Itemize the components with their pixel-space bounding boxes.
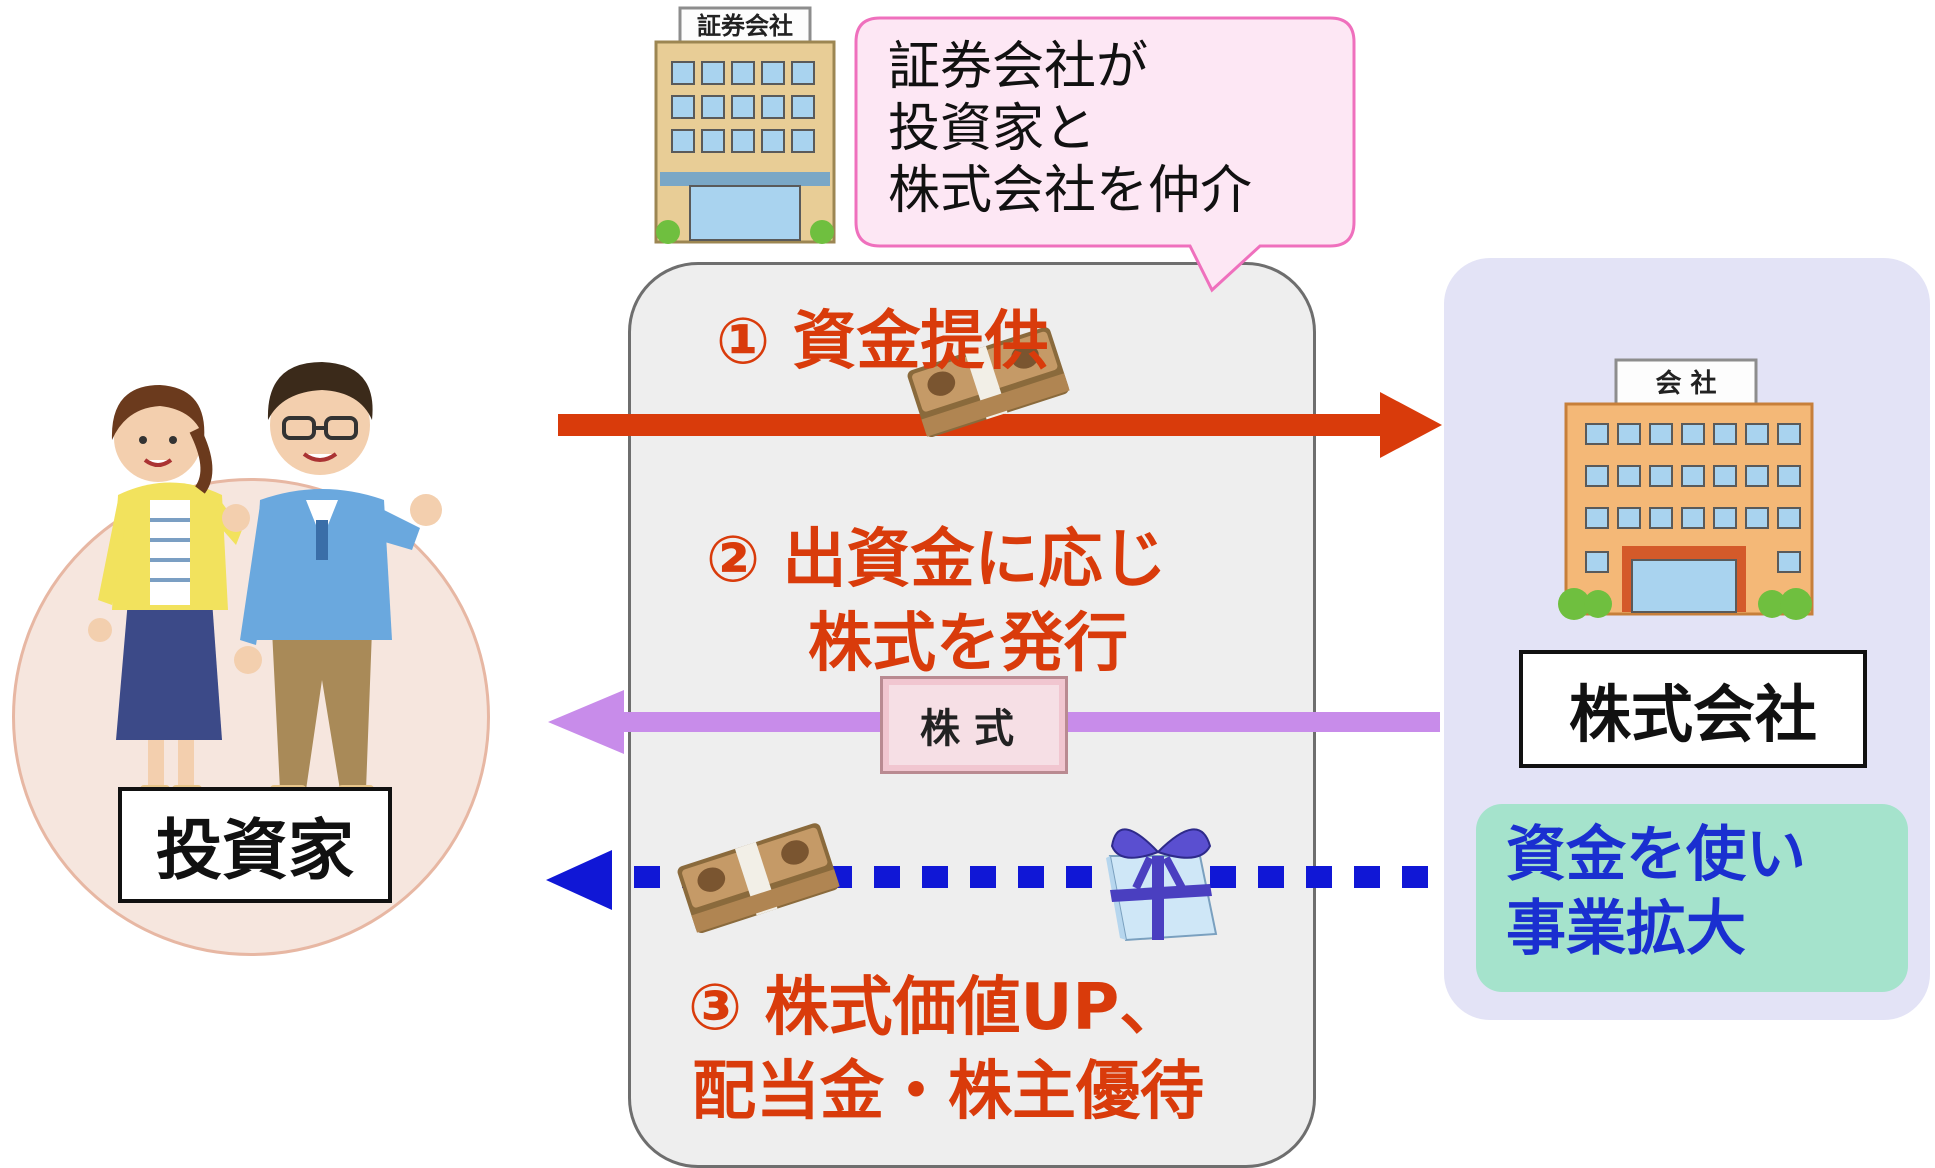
investor-label: 投資家: [118, 787, 392, 903]
speech-bubble: [854, 16, 1356, 293]
step-1-capital-provision: ① 資金提供: [716, 305, 1049, 379]
stock-certificate-icon: 株式: [880, 676, 1068, 774]
securities-building-sign: 証券会社: [697, 12, 793, 40]
bubble-line-3: 株式会社を仲介: [888, 161, 1253, 221]
step-3-line-1: ③ 株式価値UP、: [688, 971, 1184, 1045]
step-2-line-1: ② 出資金に応じ: [706, 523, 1167, 597]
step-3-line-2: 配当金・株主優待: [692, 1055, 1204, 1129]
woman-illustration: [88, 385, 250, 795]
business-expansion-box: [1476, 804, 1908, 992]
step-2-line-2: 株式を発行: [808, 607, 1128, 681]
broker-bubble-text: 証券会社が 投資家と 株式会社を仲介: [888, 36, 1252, 222]
bubble-line-2: 投資家と: [888, 99, 1097, 159]
company-building-sign: 会 社: [1655, 368, 1716, 399]
money-bundle-icon: [907, 327, 1070, 438]
bubble-line-1: 証券会社が: [888, 37, 1149, 97]
gift-box-icon: [1106, 828, 1218, 942]
business-expansion-text: 資金を使い 事業拡大: [1506, 818, 1896, 966]
money-bundle-icon: [677, 823, 840, 934]
expansion-line-1: 資金を使い: [1506, 820, 1806, 890]
securities-building-icon: 証券会社: [654, 6, 836, 244]
man-illustration: [234, 362, 442, 797]
expansion-line-2: 事業拡大: [1506, 894, 1746, 964]
capital-arrow: [558, 392, 1442, 458]
company-label: 株式会社: [1519, 650, 1867, 768]
